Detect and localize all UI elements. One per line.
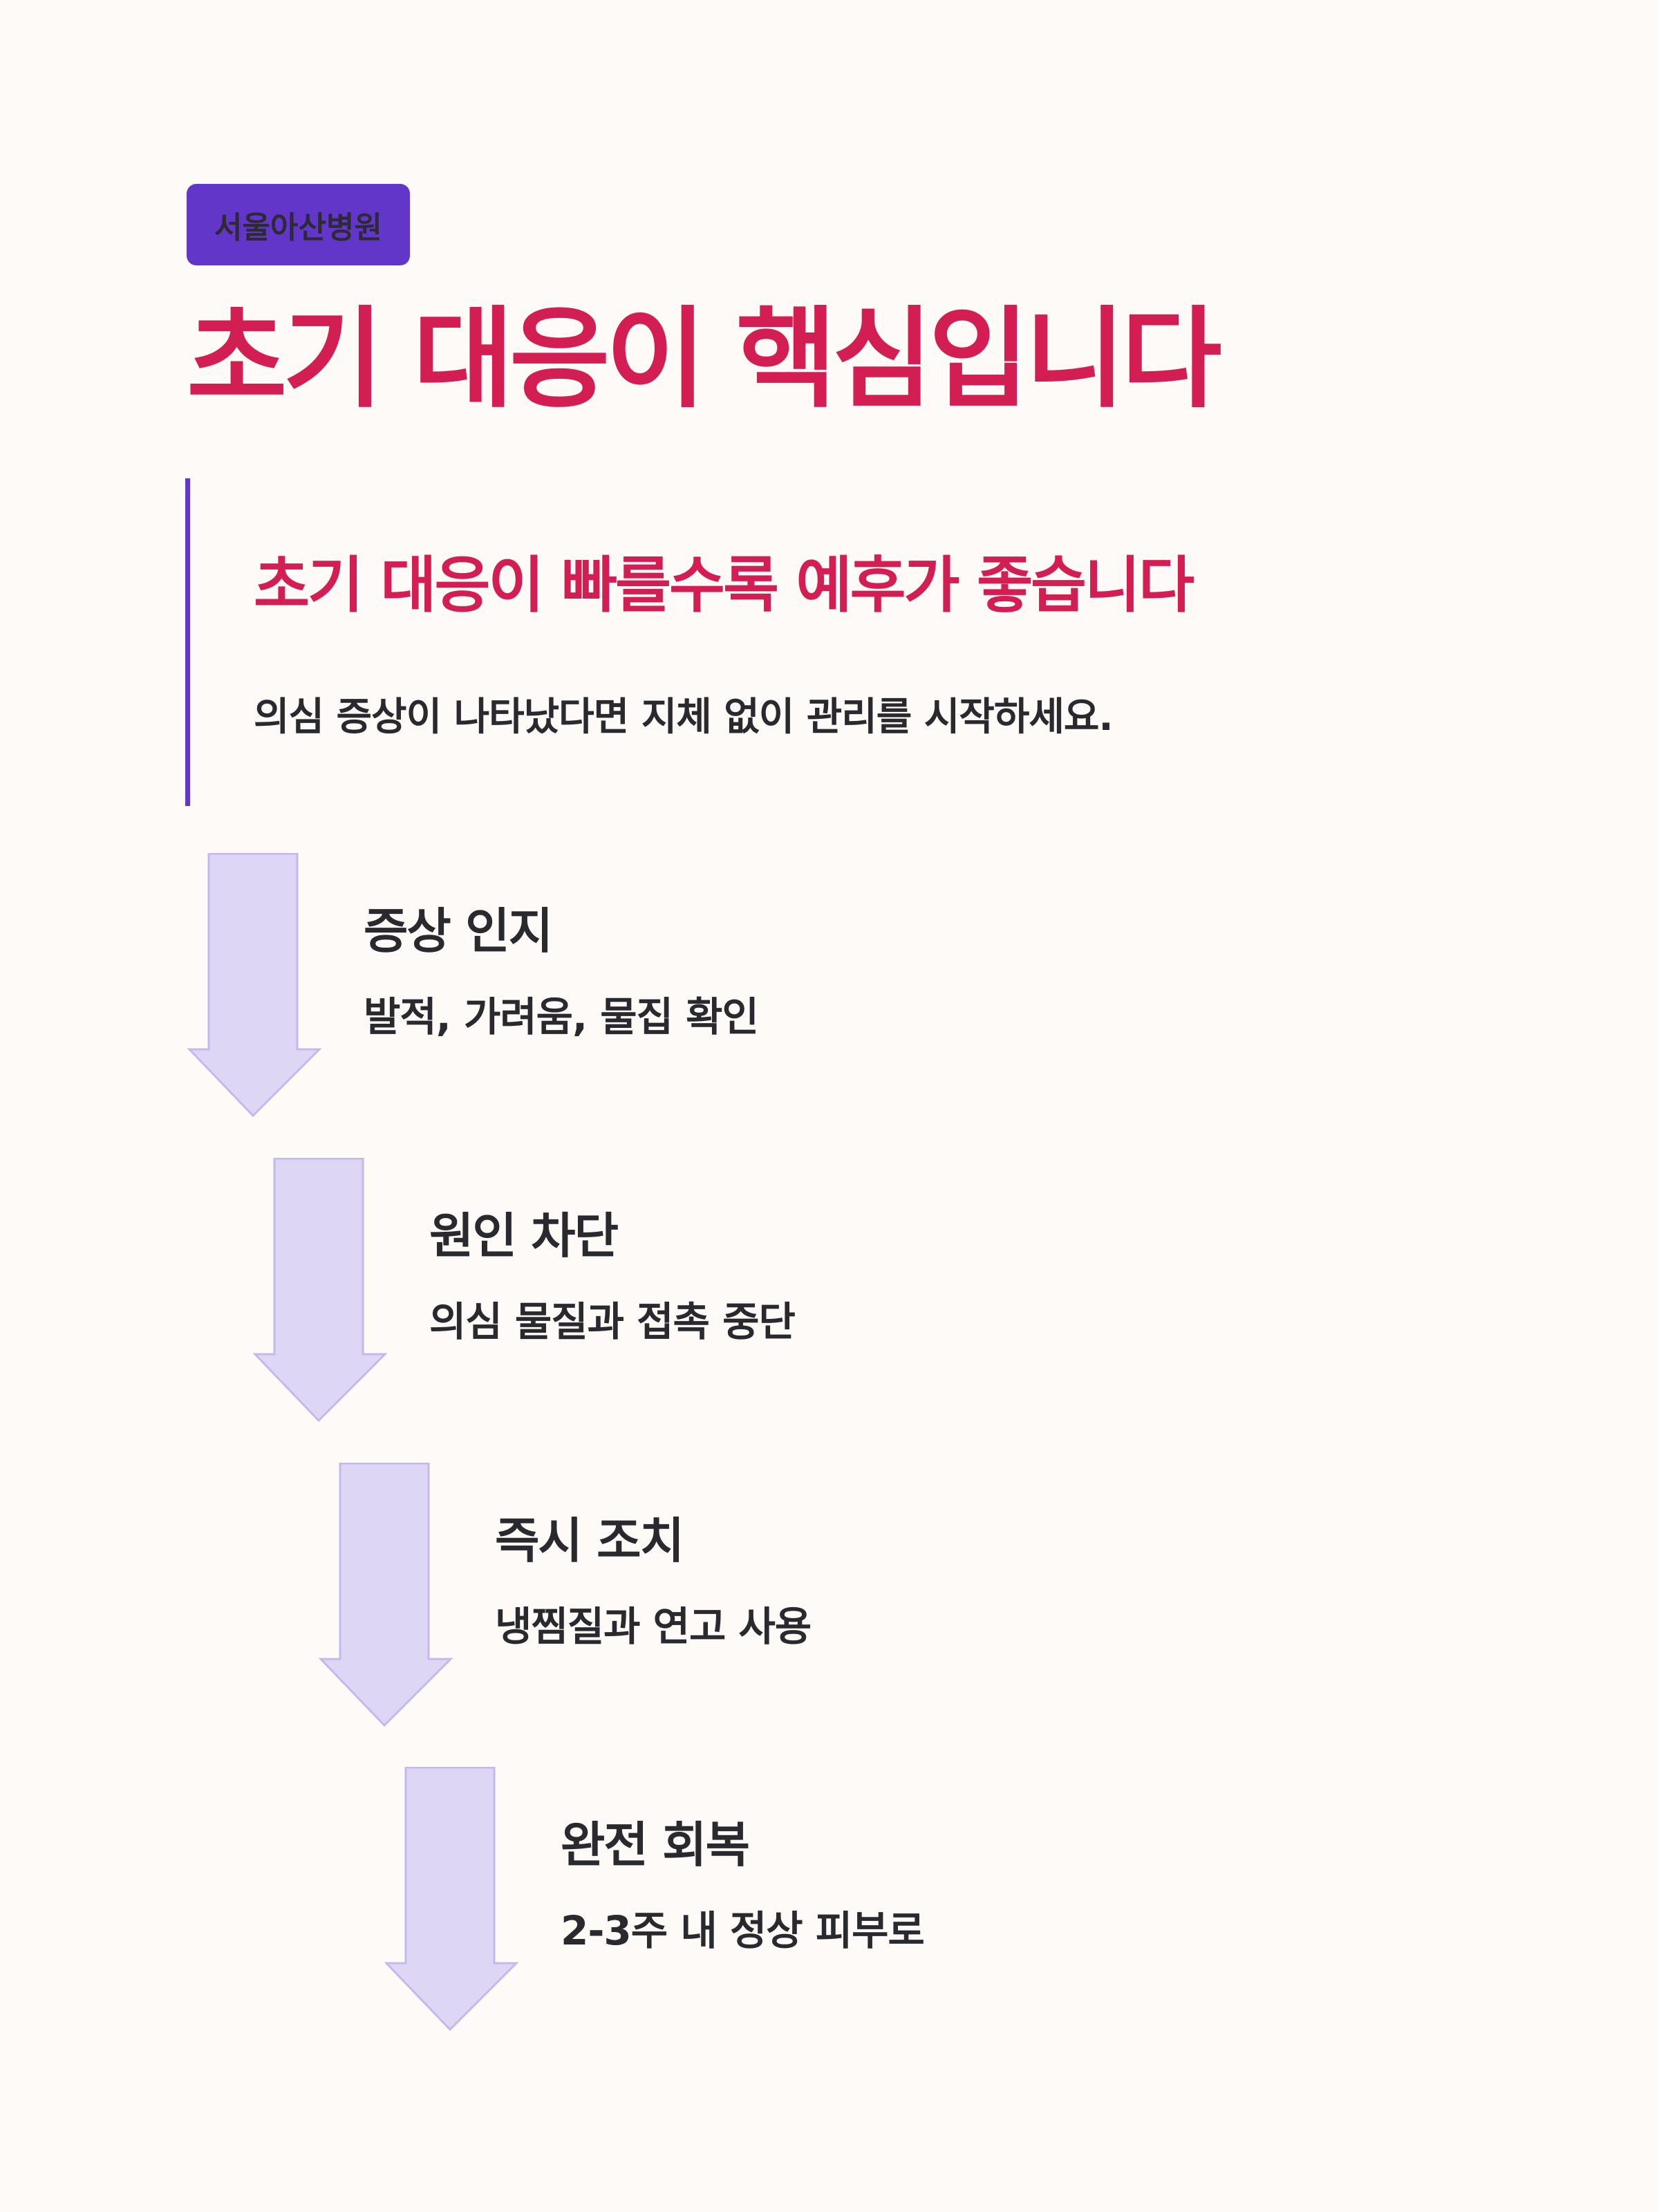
step-1: 증상 인지 발적, 가려움, 물집 확인: [187, 853, 1293, 1130]
step-2: 원인 차단 의심 물질과 접촉 중단: [252, 1158, 1358, 1434]
hospital-badge: 서울아산병원: [187, 184, 410, 265]
step-description: 의심 물질과 접촉 중단: [429, 1298, 796, 1345]
callout-heading: 초기 대응이 빠를수록 예후가 좋습니다: [254, 550, 1194, 621]
step-description: 냉찜질과 연고 사용: [495, 1603, 812, 1650]
step-4: 완전 회복 2-3주 내 정상 피부로: [384, 1767, 1490, 2043]
down-arrow-icon: [252, 1158, 388, 1423]
step-title: 원인 차단: [429, 1208, 619, 1264]
down-arrow-icon: [318, 1463, 453, 1727]
step-title: 증상 인지: [364, 903, 553, 959]
down-arrow-icon: [384, 1767, 519, 2032]
step-3: 즉시 조치 냉찜질과 연고 사용: [318, 1463, 1424, 1739]
hospital-badge-label: 서울아산병원: [214, 210, 382, 245]
step-title: 완전 회복: [561, 1817, 750, 1873]
step-description: 발적, 가려움, 물집 확인: [364, 993, 759, 1040]
callout-text: 의심 증상이 나타났다면 지체 없이 관리를 시작하세요.: [254, 695, 1114, 740]
step-description: 2-3주 내 정상 피부로: [561, 1907, 925, 1954]
page-title: 초기 대응이 핵심입니다: [187, 296, 1222, 423]
callout-box: 초기 대응이 빠를수록 예후가 좋습니다 의심 증상이 나타났다면 지체 없이 …: [185, 478, 1365, 806]
down-arrow-icon: [187, 853, 322, 1118]
step-title: 즉시 조치: [495, 1512, 684, 1569]
